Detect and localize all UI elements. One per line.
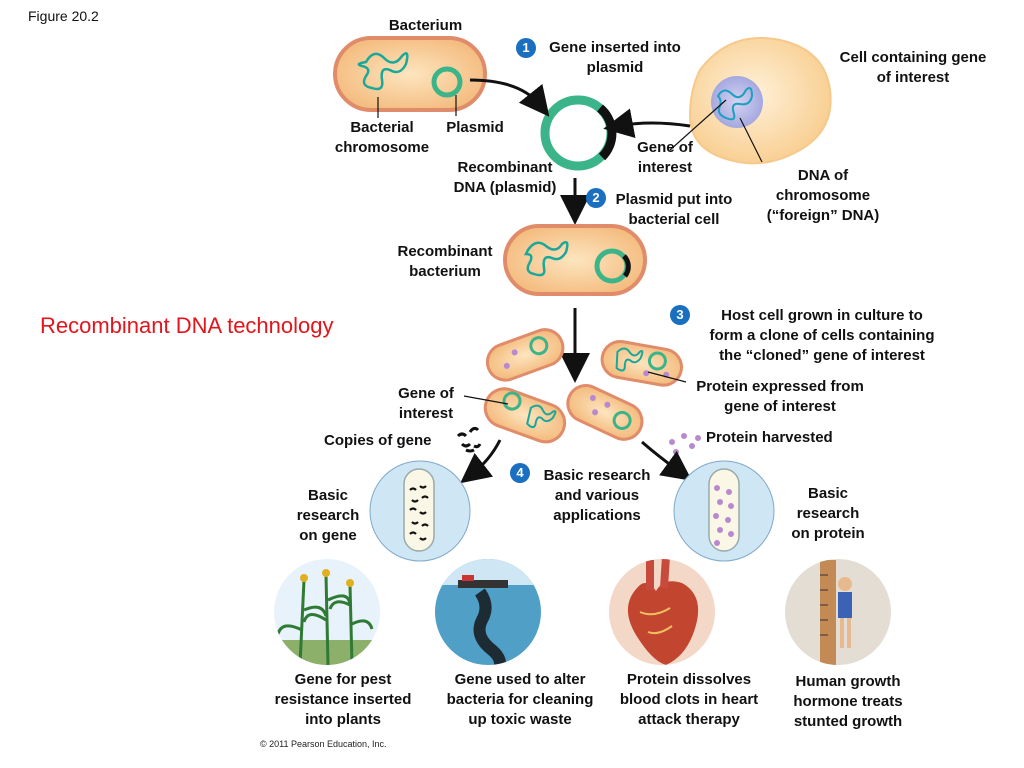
label-bacterium: Bacterium	[388, 17, 463, 34]
step-1-badge: 1	[516, 38, 536, 58]
clone-cell-2	[600, 340, 683, 387]
corn-plant-icon	[274, 559, 380, 665]
child-height-chart-icon	[785, 559, 891, 665]
arrow-bacterium-to-plasmid	[469, 78, 550, 117]
label-copies-of-gene: Copies of gene	[324, 432, 432, 449]
eukaryotic-cell	[688, 37, 832, 165]
arrow-gene-to-plasmid	[603, 108, 691, 138]
step-3-badge: 3	[670, 305, 690, 325]
arrow-to-gene-research	[460, 439, 502, 484]
gene-tube-circle	[369, 460, 471, 562]
figure-label: Figure 20.2	[28, 8, 99, 24]
bacterial-chromosome-icon	[357, 52, 409, 91]
nucleus-icon	[711, 76, 763, 128]
label-protein-harvested: Protein harvested	[706, 429, 833, 446]
heart-icon	[609, 559, 715, 665]
clone-cell-3	[483, 387, 567, 444]
oil-spill-ship-icon	[435, 559, 541, 665]
plasmid-icon	[431, 66, 463, 98]
clone-cell-1	[485, 328, 565, 382]
step-4-badge: 4	[510, 463, 530, 483]
gene-copies-icon	[456, 426, 482, 453]
clone-cell-4	[566, 384, 644, 441]
protein-tube-circle	[673, 460, 775, 562]
protein-dots-icon	[669, 433, 701, 455]
copyright-notice: © 2011 Pearson Education, Inc.	[260, 739, 387, 749]
arrow-to-protein-research	[641, 440, 693, 481]
recombinant-plasmid	[540, 95, 617, 171]
step-2-badge: 2	[586, 188, 606, 208]
bacterium-cell	[333, 36, 487, 112]
recombinant-bacterium-cell	[503, 224, 647, 296]
foreign-dna-icon	[716, 87, 754, 121]
page-title: Recombinant DNA technology	[40, 313, 334, 338]
label-plasmid: Plasmid	[446, 119, 504, 136]
